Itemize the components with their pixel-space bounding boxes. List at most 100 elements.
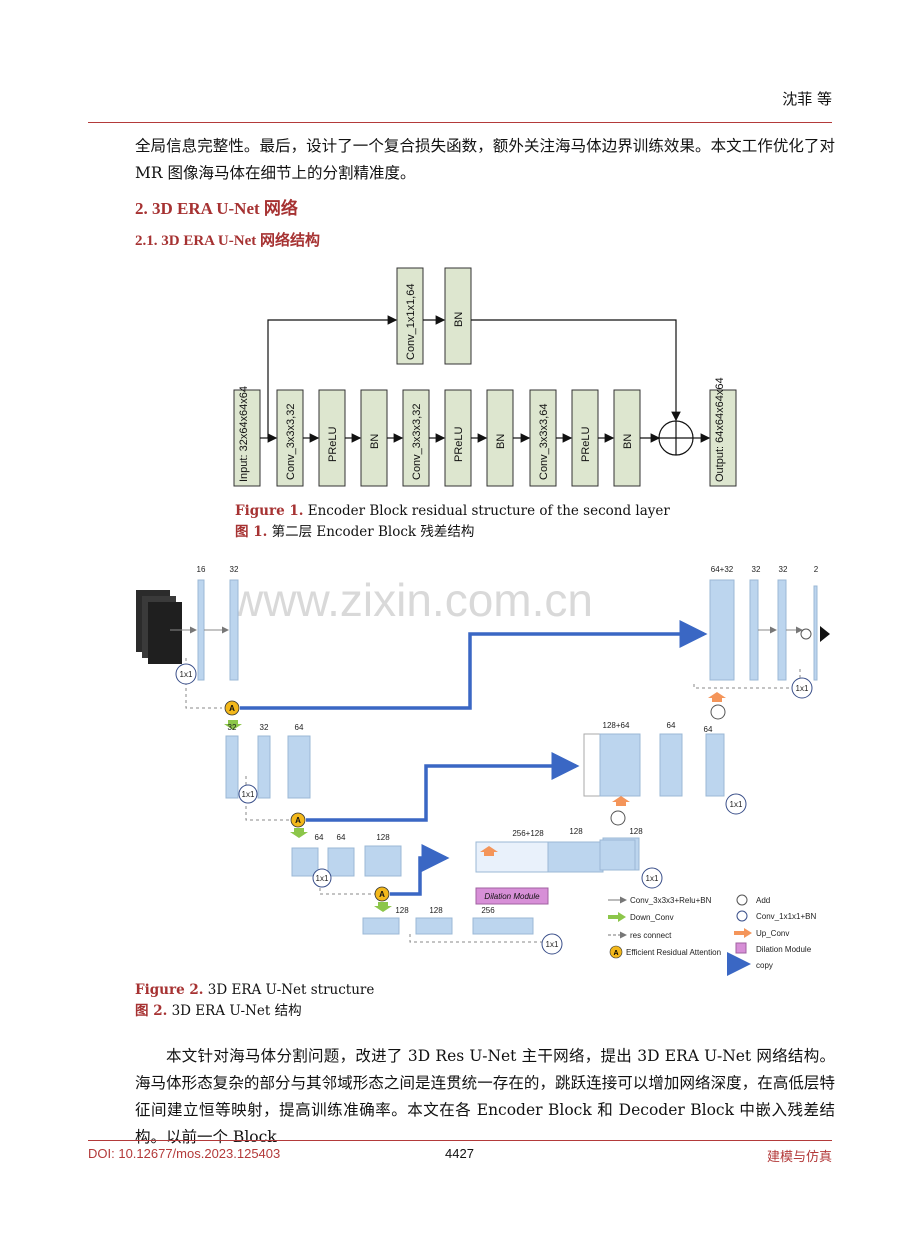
svg-text:32: 32	[779, 565, 788, 574]
up-conv-arrow	[612, 796, 630, 806]
dilation-module-block	[475, 887, 549, 905]
svg-text:1x1: 1x1	[242, 790, 255, 799]
header-author: 沈菲 等	[782, 90, 832, 108]
svg-text:Up_Conv: Up_Conv	[756, 929, 789, 938]
one-by-one-icon	[725, 793, 747, 815]
svg-text:A: A	[295, 816, 301, 825]
fig1-conv1-label: Conv_3x3x3,32	[285, 404, 297, 480]
fig1-output-label: Output: 64x64x64x64	[714, 377, 726, 482]
fig1-prelu1-block	[318, 389, 346, 487]
footer-divider	[88, 1140, 832, 1141]
figure2-caption-en: Figure 2. 3D ERA U-Net structure	[135, 982, 375, 998]
svg-text:128: 128	[629, 827, 643, 836]
fig1-skip-bn-label: BN	[453, 312, 465, 327]
watermark: www.zixin.com.cn	[229, 574, 593, 626]
down-conv-arrow	[290, 828, 308, 838]
svg-text:128: 128	[569, 827, 583, 836]
fig1-input-label: Input: 32x64x64x64	[238, 386, 250, 482]
figure2-caption-cn: 图 2. 3D ERA U-Net 结构	[135, 1003, 302, 1019]
body-paragraph: 本文针对海马体分割问题，改进了 3D Res U-Net 主干网络，提出 3D …	[135, 1047, 835, 1146]
svg-text:128+64: 128+64	[603, 721, 630, 730]
figure1-caption-cn: 图 1. 第二层 Encoder Block 残差结构	[235, 524, 475, 540]
svg-text:Conv_3x3x3+Relu+BN: Conv_3x3x3+Relu+BN	[630, 896, 712, 905]
attention-icon	[224, 700, 240, 716]
svg-text:Down_Conv: Down_Conv	[630, 913, 674, 922]
one-by-one-icon	[175, 663, 197, 685]
fig1-bn3-block	[613, 389, 641, 487]
svg-text:1x1: 1x1	[180, 670, 193, 679]
output-arrow-icon	[820, 626, 830, 642]
attention-icon	[374, 886, 390, 902]
svg-text:256: 256	[481, 906, 495, 915]
up-conv-arrow	[480, 846, 498, 856]
down-conv-arrow	[374, 902, 392, 912]
svg-text:Add: Add	[756, 896, 770, 905]
svg-text:64: 64	[315, 833, 324, 842]
svg-text:1x1: 1x1	[796, 684, 809, 693]
svg-text:Dilation Module: Dilation Module	[756, 945, 812, 954]
footer-doi[interactable]: DOI: 10.12677/mos.2023.125403	[88, 1146, 281, 1161]
attention-icon	[290, 812, 306, 828]
section-title: 2. 3D ERA U-Net 网络	[135, 199, 298, 218]
svg-text:128: 128	[376, 833, 390, 842]
svg-text:64: 64	[704, 725, 713, 734]
svg-text:1x1: 1x1	[546, 940, 559, 949]
svg-text:copy: copy	[756, 961, 773, 970]
fig1-output-block	[709, 389, 737, 487]
header-divider	[88, 122, 832, 123]
footer-journal: 建模与仿真	[766, 1150, 832, 1165]
svg-text:128: 128	[395, 906, 409, 915]
svg-text:64: 64	[295, 723, 304, 732]
svg-text:A: A	[379, 890, 385, 899]
svg-text:64: 64	[337, 833, 346, 842]
one-by-one-icon	[541, 933, 563, 955]
svg-text:Efficient Residual Attention: Efficient Residual Attention	[626, 948, 721, 957]
figure1-diagram: Input: 32x64x64x64 Conv_3x3x3,32 PReLU B…	[233, 267, 737, 487]
svg-text:32: 32	[752, 565, 761, 574]
svg-text:Dilation Module: Dilation Module	[484, 892, 540, 901]
fig1-conv2-label: Conv_3x3x3,32	[411, 404, 423, 480]
svg-text:1x1: 1x1	[316, 874, 329, 883]
add-icon	[800, 628, 812, 640]
mri-input-image	[136, 590, 182, 664]
fig1-skip-conv-label: Conv_1x1x1,64	[405, 284, 417, 360]
figure2-legend: A	[608, 894, 752, 976]
fig1-bn2-label: BN	[495, 434, 507, 449]
one-by-one-icon	[312, 868, 332, 888]
svg-text:16: 16	[197, 565, 206, 574]
fig1-prelu3-label: PReLU	[580, 426, 592, 462]
fig1-conv3-label: Conv_3x3x3,64	[538, 404, 550, 480]
svg-text:32: 32	[228, 723, 237, 732]
intro-paragraph: 全局信息完整性。最后，设计了一个复合损失函数，额外关注海马体边界训练效果。本文工…	[135, 137, 835, 182]
fig1-bn3-label: BN	[622, 434, 634, 449]
fig1-prelu2-label: PReLU	[453, 426, 465, 462]
svg-text:256+128: 256+128	[512, 829, 544, 838]
footer-page-number: 4427	[445, 1146, 474, 1161]
svg-text:64: 64	[667, 721, 676, 730]
svg-text:A: A	[229, 704, 235, 713]
svg-text:A: A	[613, 950, 618, 957]
svg-text:1x1: 1x1	[646, 874, 659, 883]
down-conv-arrow	[224, 720, 242, 730]
subsection-title: 2.1. 3D ERA U-Net 网络结构	[135, 233, 320, 249]
fig1-skip-bn-block	[444, 267, 472, 365]
add-icon	[710, 704, 726, 720]
fig1-input-block	[233, 389, 261, 487]
svg-text:Conv_1x1x1+BN: Conv_1x1x1+BN	[756, 912, 816, 921]
svg-text:64+32: 64+32	[711, 565, 734, 574]
fig1-bn1-label: BN	[369, 434, 381, 449]
svg-text:128: 128	[429, 906, 443, 915]
fig1-skip-conv-block	[396, 267, 424, 365]
svg-text:res connect: res connect	[630, 931, 672, 940]
svg-text:32: 32	[260, 723, 269, 732]
svg-text:2: 2	[814, 565, 819, 574]
figure2-diagram: www.zixin.com.cn	[136, 565, 830, 976]
one-by-one-icon	[238, 784, 258, 804]
fig1-bn2-block	[486, 389, 514, 487]
add-icon	[610, 810, 626, 826]
fig1-prelu1-label: PReLU	[327, 426, 339, 462]
svg-text:32: 32	[230, 565, 239, 574]
one-by-one-icon	[791, 677, 813, 699]
up-conv-arrow	[708, 692, 726, 702]
figure1-caption-en: Figure 1. Encoder Block residual structu…	[235, 503, 670, 519]
